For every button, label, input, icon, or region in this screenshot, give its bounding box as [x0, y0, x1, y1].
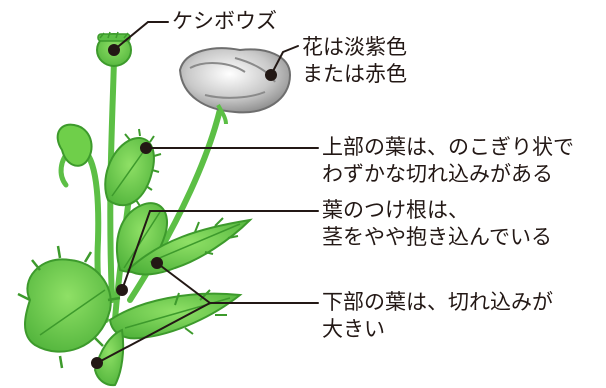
leader-lower-leaf-1: [156, 262, 211, 304]
middle-leaves: [116, 202, 253, 276]
leader-capsule: [113, 21, 169, 51]
label-capsule-line-1: ケシボウズ: [172, 9, 277, 33]
leader-leaf-base-dot: [116, 284, 128, 296]
label-lower-leaf-line-2: 大きい: [322, 317, 385, 341]
leader-upper-leaf-dot: [140, 142, 152, 154]
upper-leaf: [104, 128, 162, 207]
leader-leaf-base: [121, 210, 319, 291]
label-leaf-base-line-1: 葉のつけ根は、: [322, 198, 469, 222]
leader-lines: [91, 21, 319, 369]
leader-lower-leaf-dot-1: [151, 257, 163, 269]
leader-capsule-dot: [108, 44, 120, 56]
label-capsule: ケシボウズ: [172, 8, 277, 35]
label-lower-leaf: 下部の葉は、切れ込みが 大きい: [322, 289, 553, 343]
leader-flower: [270, 45, 299, 76]
label-leaf-base: 葉のつけ根は、 茎をやや抱き込んでいる: [322, 197, 552, 251]
poppy-flower: [178, 47, 292, 125]
label-upper-leaf-line-1: 上部の葉は、のこぎり状で: [322, 135, 574, 159]
label-flower-line-1: 花は淡紫色: [302, 35, 407, 59]
label-flower: 花は淡紫色 または赤色: [302, 34, 407, 88]
label-upper-leaf-line-2: わずかな切れ込みがある: [322, 162, 553, 186]
leader-flower-dot: [265, 69, 277, 81]
flower-bud-left: [56, 123, 93, 167]
label-flower-line-2: または赤色: [302, 62, 407, 86]
leader-lower-leaf-2: [96, 302, 319, 364]
label-lower-leaf-line-1: 下部の葉は、切れ込みが: [322, 290, 553, 314]
label-leaf-base-line-2: 茎をやや抱き込んでいる: [322, 225, 552, 249]
leader-lower-leaf-dot-2: [91, 357, 103, 369]
label-upper-leaf: 上部の葉は、のこぎり状で わずかな切れ込みがある: [322, 134, 574, 188]
